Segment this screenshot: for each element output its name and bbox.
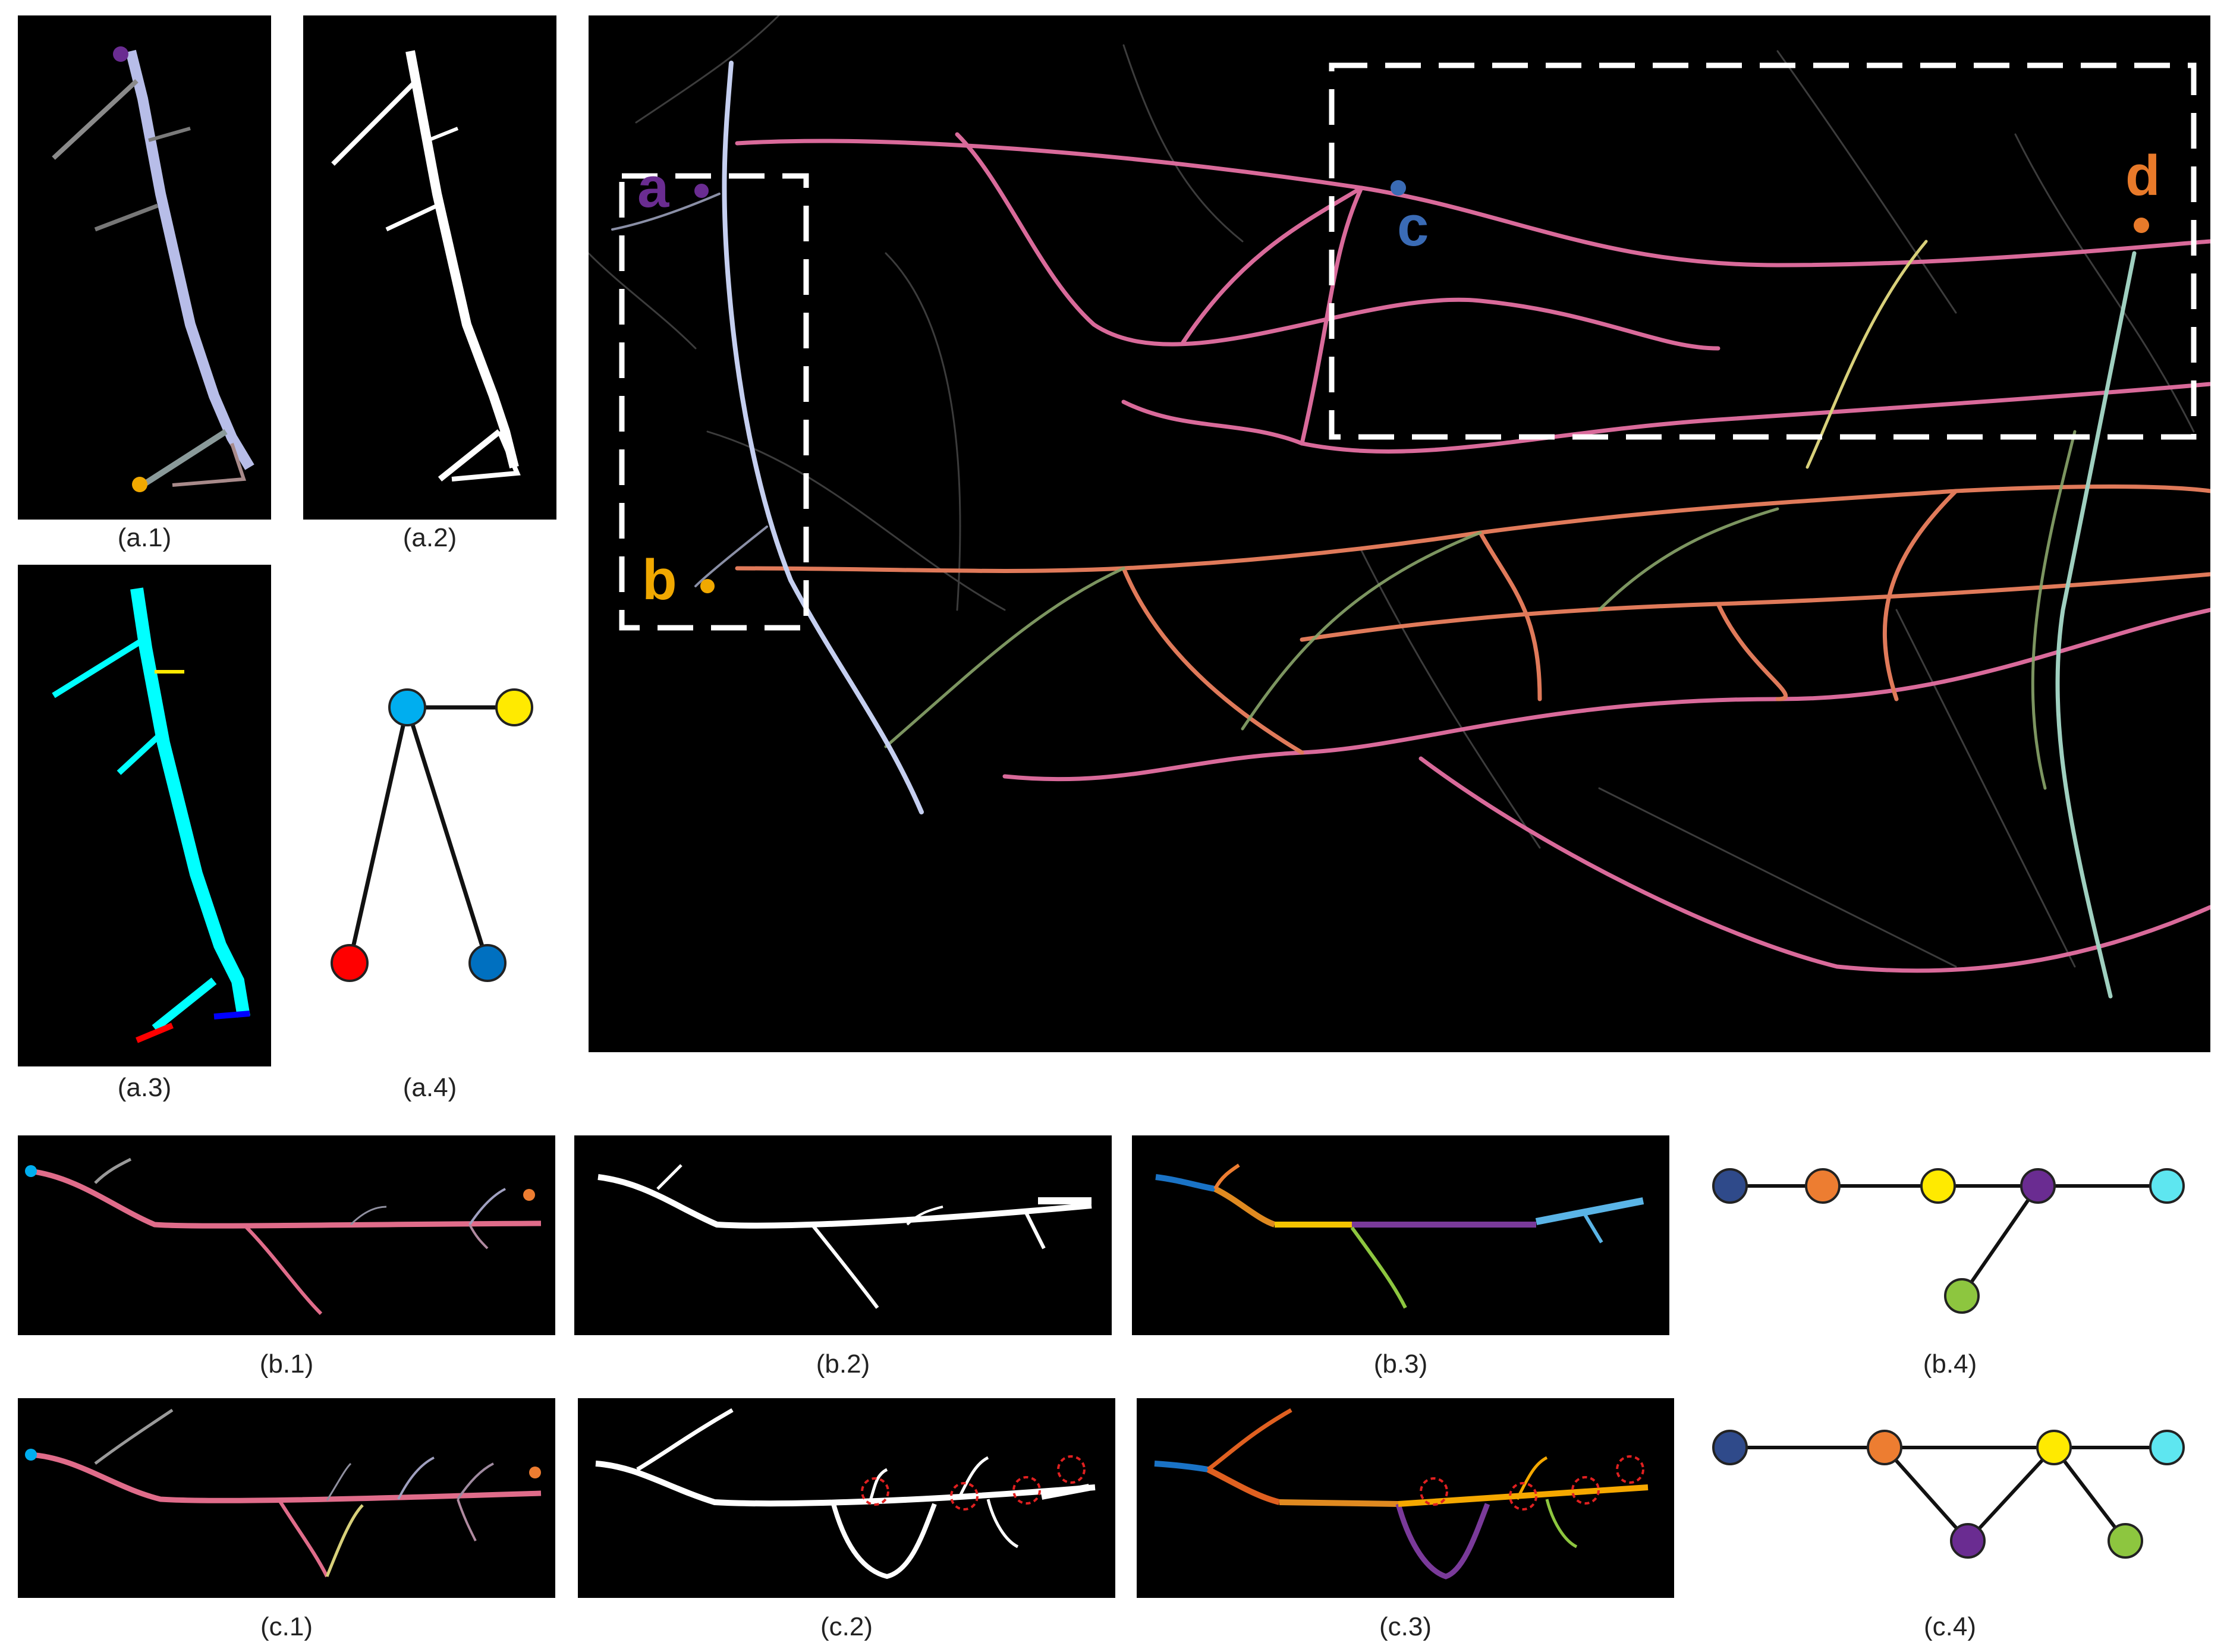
seed-a: [694, 184, 709, 198]
panel-b3: [1132, 1135, 1669, 1335]
c2-loop-circle-1: [861, 1477, 889, 1506]
panel-b2: [574, 1135, 1112, 1335]
caption-a2: (a.2): [402, 523, 457, 552]
c3-segmented-skeleton: [1154, 1408, 1649, 1579]
seed-b: [700, 579, 715, 593]
c1-streamline-rendering: [25, 1408, 542, 1578]
graph-a4-node-red: [331, 944, 369, 982]
graph-a4-node-root: [388, 688, 426, 726]
a1-centerline-rendering: [52, 49, 254, 488]
panel-c2: [578, 1398, 1115, 1598]
a1-end-dot: [132, 477, 147, 492]
caption-c3: (c.3): [1379, 1612, 1432, 1641]
panel-a1: [18, 15, 271, 520]
main-network-rendering: [589, 15, 2210, 999]
label-a: a: [637, 156, 669, 219]
seed-d: [2134, 218, 2149, 233]
graph-b4-node-5: [2149, 1168, 2185, 1204]
seed-c: [1391, 180, 1406, 196]
c2-loop-circle-3: [1012, 1476, 1041, 1505]
panel-a3: [18, 565, 271, 1066]
panel-b1: [18, 1135, 555, 1335]
caption-b4: (b.4): [1923, 1349, 1977, 1379]
c2-loop-circle-4: [1057, 1455, 1086, 1484]
graph-c4-node-3: [2036, 1430, 2072, 1465]
caption-a1: (a.1): [117, 523, 172, 552]
caption-b3: (b.3): [1373, 1349, 1428, 1379]
caption-c2: (c.2): [820, 1612, 873, 1641]
roi-a-b: [619, 173, 809, 631]
a1-start-dot: [113, 46, 128, 62]
graph-c4: [1712, 1430, 2185, 1559]
b2-binary-skeleton: [597, 1164, 1092, 1309]
c3-loop-circle-1: [1420, 1477, 1448, 1506]
graph-b4: [1712, 1168, 2185, 1314]
roi-c-d: [1329, 62, 2197, 440]
caption-c1: (c.1): [260, 1612, 313, 1641]
graph-b4-node-3: [1920, 1168, 1956, 1204]
c2-binary-skeleton: [595, 1408, 1096, 1579]
caption-b2: (b.2): [816, 1349, 870, 1379]
graph-a4: [331, 688, 533, 982]
graph-c4-node-2: [1867, 1430, 1902, 1465]
panel-c1: [18, 1398, 555, 1598]
c2-loop-circle-2: [950, 1482, 979, 1511]
graph-c4-node-1: [1712, 1430, 1748, 1465]
graph-c4-node-6: [2108, 1523, 2143, 1559]
c3-loop-circle-3: [1571, 1476, 1600, 1505]
caption-a3: (a.3): [117, 1073, 172, 1102]
label-c: c: [1397, 194, 1429, 258]
graph-b4-node-1: [1712, 1168, 1748, 1204]
graph-a4-node-yellow: [495, 688, 533, 726]
graph-b4-node-6: [1944, 1278, 1980, 1314]
label-b: b: [642, 548, 677, 612]
graph-c4-node-4: [2149, 1430, 2185, 1465]
panel-c3: [1137, 1398, 1674, 1598]
graph-b4-node-2: [1805, 1168, 1841, 1204]
c3-loop-circle-2: [1509, 1482, 1537, 1511]
graph-b4-node-4: [2020, 1168, 2056, 1204]
a2-binary-skeleton: [331, 50, 521, 482]
graph-c4-node-5: [1950, 1523, 1986, 1559]
a3-segmented-skeleton: [52, 587, 250, 1043]
b3-segmented-skeleton: [1155, 1163, 1644, 1309]
graph-a4-node-blue: [468, 944, 507, 982]
label-d: d: [2125, 144, 2160, 207]
c3-loop-circle-4: [1616, 1455, 1644, 1484]
caption-b1: (b.1): [259, 1349, 314, 1379]
b1-streamline-rendering: [25, 1157, 542, 1316]
caption-c4: (c.4): [1924, 1612, 1976, 1641]
panel-a2: [303, 15, 556, 520]
main-network-panel: a b c d: [589, 15, 2210, 1052]
caption-a4: (a.4): [402, 1073, 457, 1102]
